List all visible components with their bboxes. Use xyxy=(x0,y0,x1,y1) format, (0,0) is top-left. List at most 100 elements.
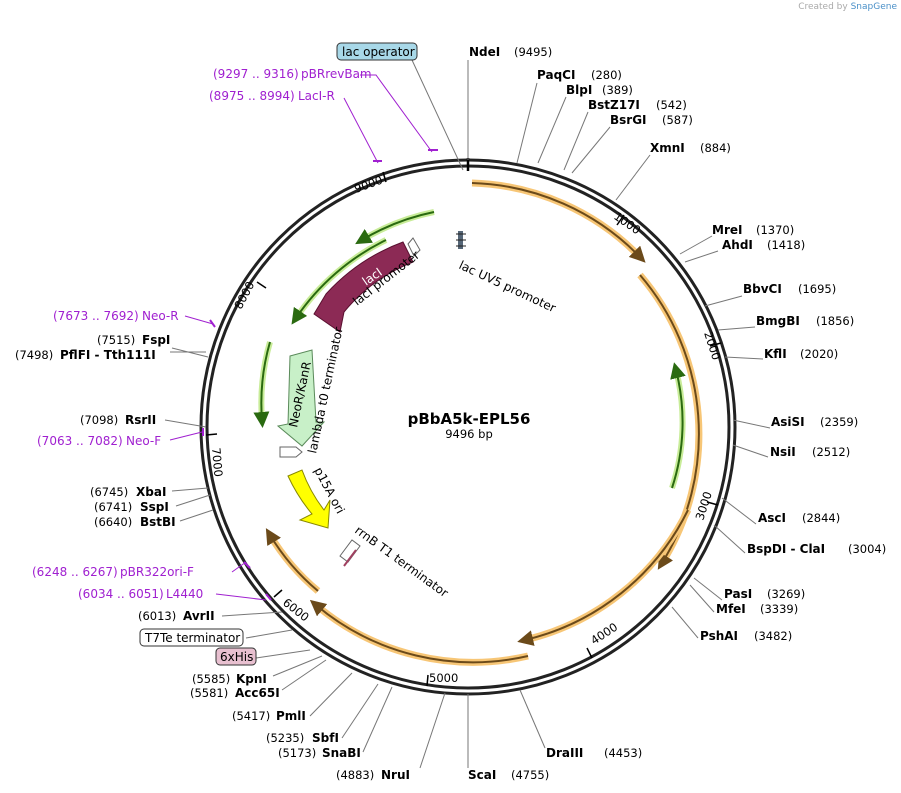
leader-bbvci xyxy=(704,295,743,307)
t7te-terminator-box xyxy=(139,628,244,647)
leader-sbfi xyxy=(341,683,379,739)
site-pos-blpi: (389) xyxy=(602,83,633,97)
site-label-sspi: SspI xyxy=(140,500,169,514)
primer-range-l4440: (6034 .. 6051) xyxy=(78,587,164,601)
site-pos-xbai: (6745) xyxy=(90,485,128,499)
primer-range-laci-r: (8975 .. 8994) xyxy=(209,89,295,103)
lac-operator-label: lac operator xyxy=(342,45,415,59)
site-label-mrei: MreI xyxy=(712,223,742,237)
leader-6xhis xyxy=(255,649,311,659)
site-pos-nrui: (4883) xyxy=(336,768,374,782)
site-pos-mfei: (3339) xyxy=(760,602,798,616)
site-label-xbai: XbaI xyxy=(136,485,166,499)
site-label-bstbi: BstBI xyxy=(140,515,176,529)
leader-pshai xyxy=(671,606,699,639)
plasmid-name: pBbA5k-EPL56 xyxy=(408,410,531,428)
site-label-pshai: PshAI xyxy=(700,629,738,643)
site-pos-avrii: (6013) xyxy=(138,609,176,623)
site-pos-mrei: (1370) xyxy=(756,223,794,237)
primer-lines xyxy=(169,74,433,601)
site-label-xmni: XmnI xyxy=(650,141,685,155)
orange-arc-3 xyxy=(517,509,689,646)
site-pos-asci: (2844) xyxy=(802,511,840,525)
boxed-feature-labels: lac operator T7Te terminator 6xHis xyxy=(139,42,418,666)
restriction-site-labels: NdeI (9495) PaqCI (280) BlpI (389) BstZ1… xyxy=(15,45,886,782)
site-pos-bsrgi: (587) xyxy=(662,113,693,127)
primer-marker-pbr322ori-f xyxy=(243,561,251,569)
leader-draiii xyxy=(519,689,546,749)
primer-name-neo-r: Neo-R xyxy=(142,309,179,323)
site-label-ahdi: AhdI xyxy=(722,238,753,252)
tick-mark-4000 xyxy=(586,647,593,659)
green-arc-1 xyxy=(670,362,686,489)
orange-arc-5 xyxy=(265,528,319,592)
orange-arc-4 xyxy=(309,599,529,664)
orange-arc-3-glow xyxy=(524,508,692,644)
primer-markers xyxy=(202,149,438,601)
lac-operator-box xyxy=(336,42,418,61)
leader-mrei xyxy=(679,235,713,255)
leader-blpi xyxy=(537,96,567,164)
primer-name-l4440: L4440 xyxy=(166,587,203,601)
leader-rsrii xyxy=(164,419,207,428)
primer-name-pbr322ori-f: pBR322ori-F xyxy=(120,565,194,579)
site-label-bbvci: BbvCI xyxy=(743,282,782,296)
snapgene-logo-text: SnapGene xyxy=(850,2,897,12)
leader-paqci xyxy=(516,82,538,164)
leader-ahdi xyxy=(684,250,719,263)
tick-mark-6000 xyxy=(273,589,283,598)
site-pos-bstz17i: (542) xyxy=(656,98,687,112)
site-label-rsrii: RsrII xyxy=(125,413,156,427)
green-arc-3 xyxy=(291,239,387,325)
tick-mark-1000 xyxy=(616,214,625,226)
site-label-acc65i: Acc65I xyxy=(235,686,280,700)
leader-kfli xyxy=(724,356,764,360)
site-pos-pasi: (3269) xyxy=(767,587,805,601)
rrnb-t1-glyph-stroke xyxy=(343,549,357,567)
site-pos-paqci: (280) xyxy=(591,68,622,82)
leader-asisi xyxy=(732,419,771,429)
site-pos-kfli: (2020) xyxy=(800,347,838,361)
site-pos-fspi: (7515) xyxy=(97,333,135,347)
tick-label-9000: 9000 xyxy=(352,173,384,196)
green-feature-arcs xyxy=(253,209,686,489)
lac-uv5-promoter-marker xyxy=(456,231,466,249)
leader-nrui xyxy=(419,692,446,769)
site-pos-draiii: (4453) xyxy=(604,746,642,760)
site-pos-ndei: (9495) xyxy=(514,45,552,59)
tick-label-7000: 7000 xyxy=(209,447,225,477)
primer-marker-neo-r xyxy=(209,319,216,328)
leader-snabi xyxy=(362,686,393,753)
site-label-bstz17i: BstZ17I xyxy=(588,98,640,112)
site-label-sbfi: SbfI xyxy=(312,731,339,745)
site-label-nrui: NruI xyxy=(381,768,410,782)
orange-feature-arcs xyxy=(265,179,703,666)
tick-mark-7000 xyxy=(205,433,218,436)
orange-arc-4-glow xyxy=(313,602,529,666)
leader-xmni xyxy=(615,154,651,201)
site-pos-bbvci: (1695) xyxy=(798,282,836,296)
site-pos-sbfi: (5235) xyxy=(266,731,304,745)
site-pos-pmli: (5417) xyxy=(232,709,270,723)
tick-label-5000: 5000 xyxy=(429,671,458,685)
site-label-asci: AscI xyxy=(758,511,786,525)
primer-name-laci-r: LacI-R xyxy=(298,89,335,103)
site-pos-pflfi-tth111i: (7498) xyxy=(15,348,53,362)
tick-mark-3000 xyxy=(706,501,719,506)
orange-arc-1 xyxy=(471,182,646,263)
primer-line-neo-f xyxy=(169,431,203,441)
primer-marker-l4440 xyxy=(265,593,272,601)
primer-range-neo-r: (7673 .. 7692) xyxy=(53,309,139,323)
leader-sspi xyxy=(175,494,211,507)
primer-line-pbr322ori-f xyxy=(231,561,247,573)
site-pos-bstbi: (6640) xyxy=(94,515,132,529)
site-label-snabi: SnaBI xyxy=(322,746,361,760)
primer-name-pbrrevbam: pBRrevBam xyxy=(301,67,372,81)
primer-range-pbrrevbam: (9297 .. 9316) xyxy=(213,67,299,81)
leader-bstbi xyxy=(179,509,214,522)
lambda-t0-glyph xyxy=(279,446,303,458)
site-label-avrii: AvrII xyxy=(183,609,215,623)
lac-uv5-promoter-label: lac UV5 promoter xyxy=(457,258,558,315)
leader-asci xyxy=(721,497,757,525)
